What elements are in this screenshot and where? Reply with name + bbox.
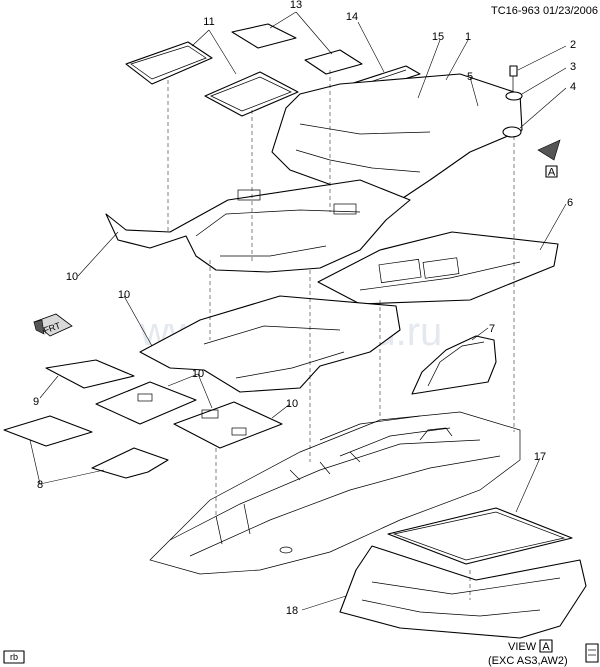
view-condition: (EXC AS3,AW2) — [488, 655, 568, 667]
view-a-label: VIEW A (EXC AS3,AW2) — [488, 639, 568, 667]
callout-10: 10 — [192, 368, 204, 380]
callout-15: 14 — [346, 11, 358, 23]
underbody-floor-pan — [149, 411, 521, 575]
part-9-insulator — [45, 359, 135, 389]
part-18-rear-carpet-view-a — [339, 545, 587, 639]
callout-16: 15 — [432, 31, 444, 43]
part-4-washer — [502, 126, 522, 138]
part-10-insulator-b — [173, 401, 283, 449]
view-a-marker: A — [537, 139, 561, 179]
part-3-retainer — [505, 91, 523, 101]
callout-9: 9 — [33, 396, 39, 408]
view-letter: A — [542, 641, 550, 653]
callout-18: 18 — [286, 605, 298, 617]
part-13-floor-mat — [125, 41, 213, 85]
svg-text:A: A — [548, 167, 556, 179]
part-13-floor-mat-second — [204, 71, 299, 117]
part-8-insulator-a — [3, 415, 93, 447]
callout-13: 11 — [203, 16, 214, 28]
part-6-rear-insulator — [317, 231, 559, 305]
part-11-front-insulator — [139, 295, 401, 393]
callout-1: 1 — [465, 31, 471, 43]
part-14-pad — [231, 23, 363, 75]
callout-5: 5 — [467, 71, 473, 83]
callout-labels: 11 13 14 15 1 2 3 4 5 6 10 10 7 9 10 10 … — [33, 0, 576, 617]
view-word: VIEW — [508, 641, 537, 653]
projection-lines — [167, 70, 515, 600]
part-2-bolt — [509, 65, 518, 92]
callout-12: 10 — [66, 271, 78, 283]
callout-6: 6 — [567, 197, 573, 209]
part-1-rear-carpet — [271, 73, 523, 201]
callout-4: 4 — [570, 81, 576, 93]
part-7-wheelhouse-liner — [411, 335, 497, 395]
callout-3: 3 — [570, 61, 576, 73]
corner-tag: rb — [3, 650, 25, 664]
svg-text:rb: rb — [10, 652, 18, 662]
stamp-icon — [585, 643, 599, 663]
part-17-load-floor-mat — [387, 507, 573, 565]
callout-17: 17 — [534, 451, 546, 463]
diagram-code: TC16-963 01/23/2006 — [491, 5, 598, 17]
callout-8: 8 — [37, 479, 43, 491]
callout-11: 10 — [118, 289, 130, 301]
part-10-insulator-a — [95, 381, 197, 425]
front-arrow: FRT — [33, 313, 73, 337]
leader-lines — [29, 11, 567, 611]
callout-2: 2 — [570, 39, 576, 51]
callout-10-second: 10 — [286, 398, 298, 410]
callout-7: 7 — [489, 323, 495, 335]
callout-14: 13 — [290, 0, 302, 11]
part-8-insulator-b — [91, 447, 169, 479]
